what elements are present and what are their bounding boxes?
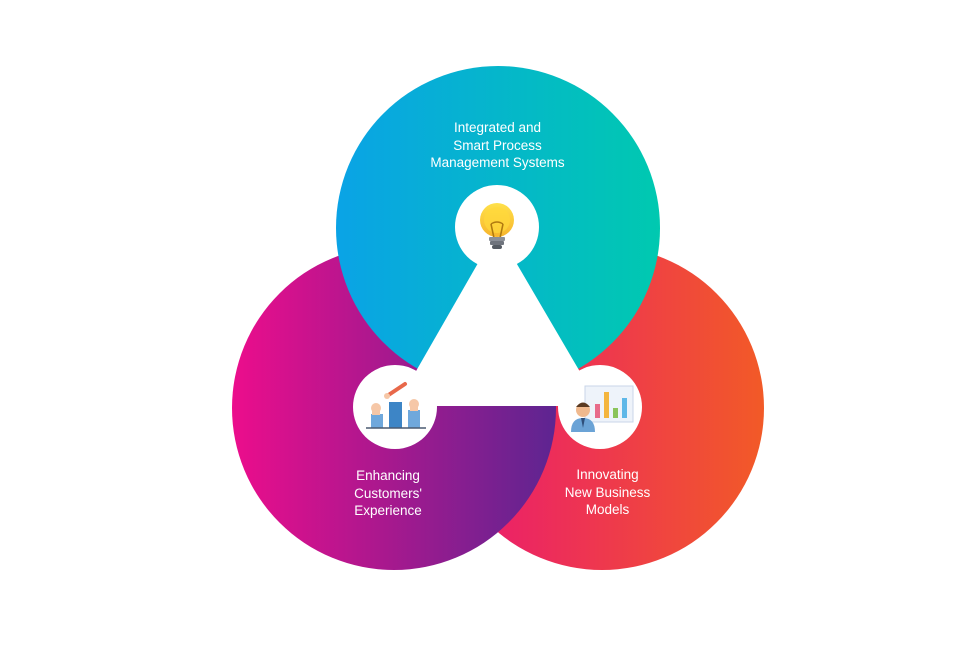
label-line: Management Systems	[430, 155, 565, 170]
label-enhancing: Enhancing Customers' Experience	[318, 467, 458, 520]
presentation-chart-icon	[571, 385, 634, 432]
label-line: Experience	[354, 503, 422, 518]
label-line: Customers'	[354, 485, 422, 501]
label-line: Models	[585, 502, 630, 517]
center-triangle	[396, 230, 600, 406]
label-line: Smart Process	[453, 137, 542, 153]
label-line: Enhancing	[356, 468, 420, 483]
label-innovating: Innovating New Business Models	[535, 466, 680, 519]
label-line: New Business	[564, 484, 651, 500]
label-line: Innovating	[576, 467, 639, 482]
label-integrated: Integrated and Smart Process Management …	[400, 119, 595, 172]
label-line: Integrated and	[453, 120, 542, 135]
team-growth-chart-icon	[366, 382, 426, 429]
light-bulb-icon	[480, 203, 514, 249]
